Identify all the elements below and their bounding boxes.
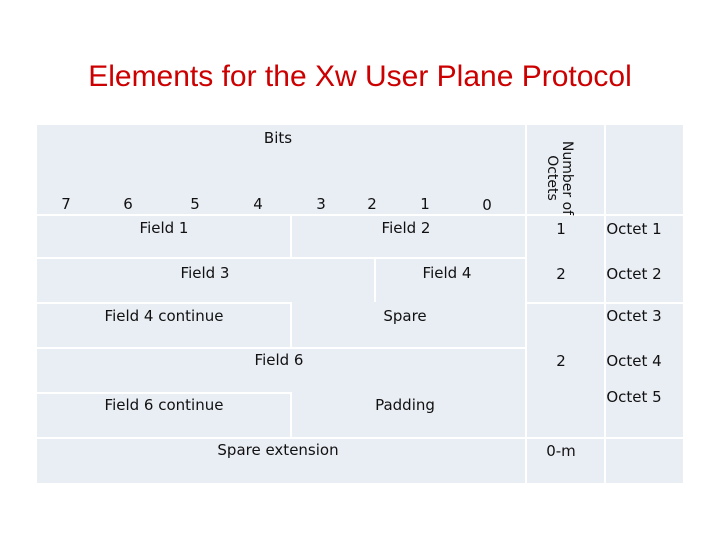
bit-number: 7 <box>61 195 71 213</box>
octet-label: Octet 2 <box>606 265 662 283</box>
octet-label: Octet 4 <box>606 352 662 370</box>
column-separator <box>290 214 292 257</box>
bit-number: 1 <box>420 195 430 213</box>
bit-number: 3 <box>316 195 326 213</box>
bit-number: 4 <box>253 195 263 213</box>
protocol-format-table <box>37 125 683 483</box>
row-separator <box>37 347 525 349</box>
column-separator <box>290 302 292 347</box>
octet-label: Octet 5 <box>606 388 662 406</box>
octet-count: 1 <box>556 220 566 238</box>
slide-title: Elements for the Xw User Plane Protocol <box>88 60 632 93</box>
row-separator <box>37 302 290 304</box>
bit-number: 6 <box>123 195 133 213</box>
octets-header-line1: Number of <box>559 140 575 216</box>
row-separator <box>37 257 525 259</box>
bit-number: 2 <box>367 195 377 213</box>
octets-header-line2: Octets <box>544 155 560 201</box>
octet-count: 2 <box>556 352 566 370</box>
field-cell: Field 6 <box>254 351 304 369</box>
field-cell: Padding <box>375 396 435 414</box>
octet-count: 2 <box>556 265 566 283</box>
octet-label: Octet 1 <box>606 220 662 238</box>
field-cell: Field 2 <box>381 219 431 237</box>
field-cell: Field 4 continue <box>104 307 224 325</box>
row-separator <box>37 437 683 439</box>
number-of-octets-header: Number of Octets <box>544 140 575 216</box>
field-cell: Field 3 <box>180 264 230 282</box>
column-separator <box>604 125 606 483</box>
column-separator <box>290 392 292 437</box>
octet-label: Octet 3 <box>606 307 662 325</box>
bit-number: 0 <box>482 196 492 214</box>
octet-count: 0-m <box>546 442 576 460</box>
field-cell: Spare <box>383 307 427 325</box>
row-separator <box>37 392 290 394</box>
field-cell: Field 6 continue <box>104 396 224 414</box>
bits-label: Bits <box>263 129 293 147</box>
row-separator <box>37 214 683 216</box>
field-cell: Spare extension <box>217 441 339 459</box>
field-cell: Field 1 <box>139 219 189 237</box>
bit-number: 5 <box>190 195 200 213</box>
column-separator <box>374 257 376 302</box>
column-separator <box>525 125 527 483</box>
field-cell: Field 4 <box>422 264 472 282</box>
